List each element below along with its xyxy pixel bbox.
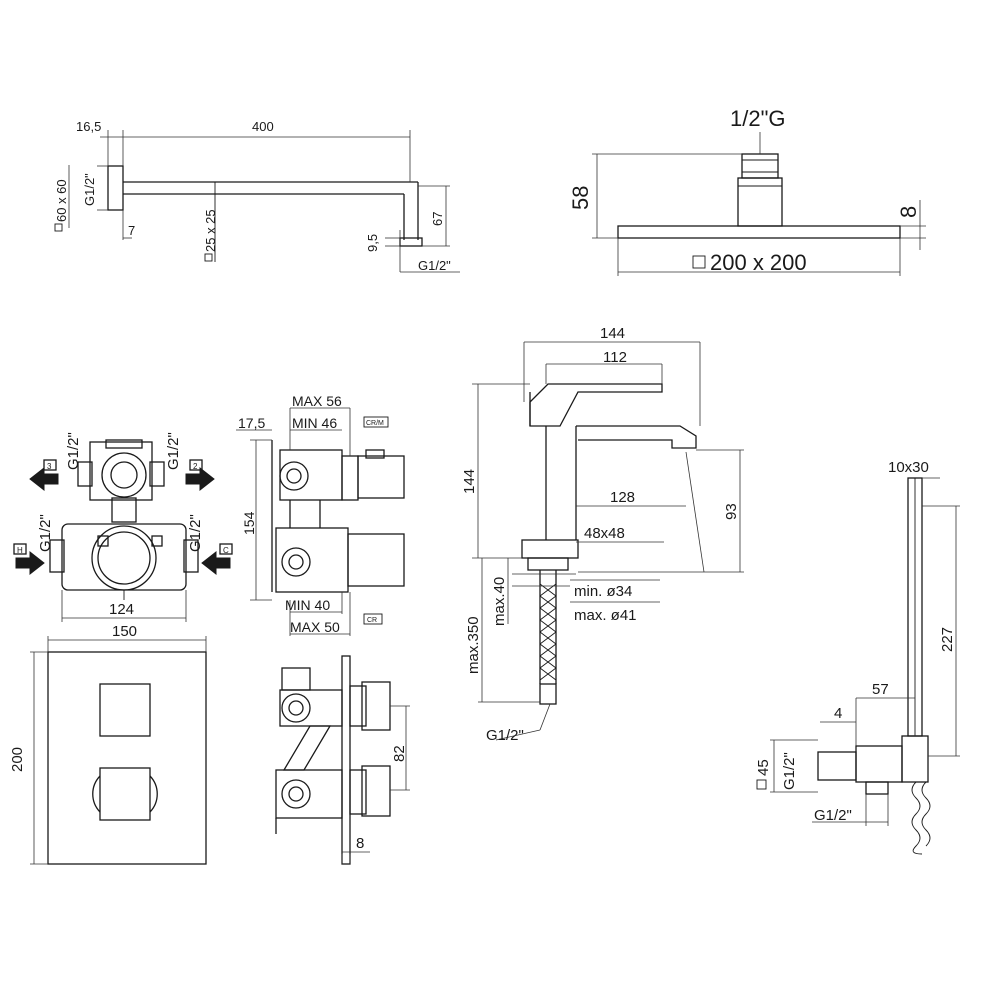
plate-dim-200: 200: [9, 747, 26, 772]
square-symbol-icon: [756, 779, 767, 790]
mixer-body-front-drawing: 3 2 H C G1/2" G1/2" G1/2" G1/2" 124: [13, 432, 233, 622]
square-symbol-icon: [204, 253, 213, 262]
plate-dim-150: 150: [112, 623, 137, 640]
arm-dim-60x60: 60 x 60: [54, 179, 69, 222]
arm-dim-7: 7: [128, 223, 135, 238]
basin-dim-max41: max. ø41: [574, 607, 637, 624]
basin-dim-128: 128: [610, 489, 635, 506]
hand-dim-g12-bottom: G1/2": [814, 807, 852, 824]
arm-dim-16-5: 16,5: [76, 119, 101, 134]
basin-dim-112: 112: [603, 349, 627, 366]
basin-dim-max40: max.40: [491, 577, 508, 626]
hand-dim-4: 4: [834, 705, 842, 722]
port-label-h: H: [17, 546, 23, 555]
wall-plate-drawing: 150 200: [9, 623, 207, 865]
basin-dim-144-top: 144: [600, 325, 625, 342]
hand-dim-10x30: 10x30: [888, 459, 929, 476]
head-dim-size: 200 x 200: [710, 250, 807, 275]
side-dim-min46: MIN 46: [292, 415, 337, 431]
side-tag-cr: CR: [367, 617, 377, 624]
head-dim-58: 58: [568, 186, 593, 210]
basin-dim-min34: min. ø34: [574, 583, 632, 600]
mixer-g12-mid-right: G1/2": [187, 514, 204, 552]
arm-dim-g12-left: G1/2": [82, 173, 97, 206]
mixer-dim-124: 124: [109, 601, 134, 618]
basin-mixer-drawing: 144 112 144 128 93 48x48 min. ø34 max. ø…: [461, 325, 744, 744]
head-dim-8: 8: [896, 206, 921, 218]
outlet-arrow-icon: [29, 466, 59, 492]
side-dim-min40: MIN 40: [285, 597, 330, 613]
hand-dim-227: 227: [939, 627, 956, 652]
port-label-c: C: [223, 546, 229, 555]
arm-dim-67: 67: [430, 212, 445, 226]
port-label-3: 3: [47, 462, 52, 471]
basin-dim-93: 93: [723, 503, 740, 520]
port-label-2: 2: [193, 462, 198, 471]
side-dim-max50: MAX 50: [290, 619, 340, 635]
hand-dim-57: 57: [872, 681, 889, 698]
arm-dim-400: 400: [252, 119, 274, 134]
basin-dim-g12: G1/2": [486, 727, 524, 744]
mixer-g12-top-left: G1/2": [65, 432, 82, 470]
arm-dim-9-5: 9,5: [365, 234, 380, 252]
installed-dim-82: 82: [391, 745, 408, 762]
head-dim-thread: 1/2"G: [730, 106, 786, 131]
arm-dim-25x25: 25 x 25: [203, 209, 218, 252]
mixer-side-drawing: MAX 56 MIN 46 17,5 154 MIN 40 MAX 50 CR/…: [236, 393, 405, 636]
basin-dim-max350: max.350: [465, 616, 482, 674]
mixer-g12-top-right: G1/2": [165, 432, 182, 470]
side-dim-max56: MAX 56: [292, 393, 342, 409]
hand-dim-45: 45: [755, 759, 772, 776]
side-dim-154: 154: [241, 511, 257, 535]
installed-side-drawing: 82 8: [275, 655, 410, 865]
mixer-g12-mid-left: G1/2": [37, 514, 54, 552]
shower-head-drawing: 1/2"G 58 8 200 x 200: [568, 106, 926, 276]
hand-dim-g12-side: G1/2": [781, 752, 798, 790]
arm-dim-g12-bottom: G1/2": [418, 258, 451, 273]
basin-dim-144-side: 144: [461, 469, 478, 494]
outlet-arrow-icon: [185, 466, 215, 492]
basin-dim-48x48: 48x48: [584, 525, 625, 542]
shower-arm-drawing: 16,5 400 60 x 60 G1/2" 7 25 x 25 9,5 67 …: [54, 119, 460, 273]
side-tag-crm: CR/M: [366, 420, 384, 427]
square-symbol-icon: [54, 223, 63, 232]
inlet-arrow-icon: [201, 550, 231, 576]
square-symbol-icon: [692, 255, 706, 269]
installed-dim-8: 8: [356, 835, 364, 852]
inlet-arrow-icon: [15, 550, 45, 576]
side-dim-17-5: 17,5: [238, 415, 265, 431]
hand-shower-drawing: 10x30 227 57 4 45 G1/2" G1/2": [755, 459, 960, 855]
